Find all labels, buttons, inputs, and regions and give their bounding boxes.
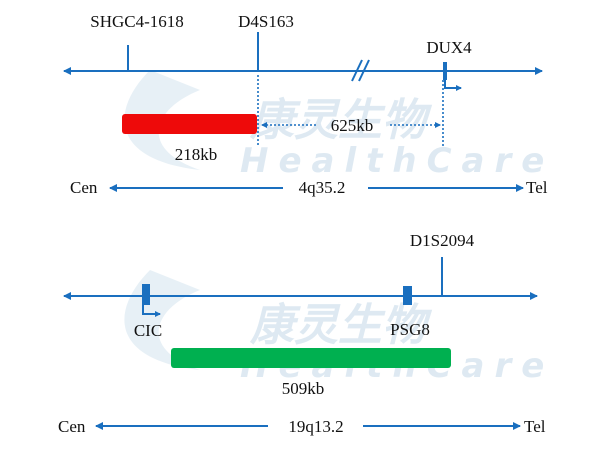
band-label: 4q35.2 — [299, 178, 346, 197]
bar-size-label: 218kb — [175, 145, 218, 164]
tel-label: Tel — [526, 178, 548, 197]
break-icon — [351, 59, 370, 82]
watermark-logo-top: 康灵生物 HealthCare — [124, 70, 554, 181]
watermark-cn-2: 康灵生物 — [249, 300, 433, 351]
cen-label: Cen — [58, 417, 86, 436]
cen-label: Cen — [70, 178, 98, 197]
gene-cic — [142, 284, 150, 305]
tel-label: Tel — [524, 417, 546, 436]
transcription-arrow-icon — [444, 80, 462, 91]
marker-label-shgc4: SHGC4-1618 — [90, 12, 184, 31]
transcription-arrow-icon — [142, 305, 161, 317]
gene-label-cic: CIC — [134, 321, 162, 340]
panel-4q35: SHGC4-1618 D4S163 DUX4 625kb 218kb Cen 4… — [63, 12, 548, 197]
band-label: 19q13.2 — [288, 417, 343, 436]
watermark-logo-bottom: 康灵生物 HealthCare — [124, 270, 544, 386]
marker-label-d1s2094: D1S2094 — [410, 231, 475, 250]
gene-psg8 — [403, 286, 412, 305]
duplication-bar — [171, 348, 451, 368]
gene-label-dux4: DUX4 — [426, 38, 472, 57]
deletion-bar — [122, 114, 257, 134]
marker-label-d4s163: D4S163 — [238, 12, 294, 31]
watermark-en: HealthCare — [240, 141, 554, 181]
watermark-cn: 康灵生物 — [249, 95, 433, 146]
gene-dux4 — [443, 62, 447, 80]
distance-label: 625kb — [331, 116, 374, 135]
gene-label-psg8: PSG8 — [390, 320, 430, 339]
bar-size-label: 509kb — [282, 379, 325, 398]
panel-19q13: CIC PSG8 D1S2094 509kb Cen 19q13.2 Tel — [58, 231, 546, 436]
